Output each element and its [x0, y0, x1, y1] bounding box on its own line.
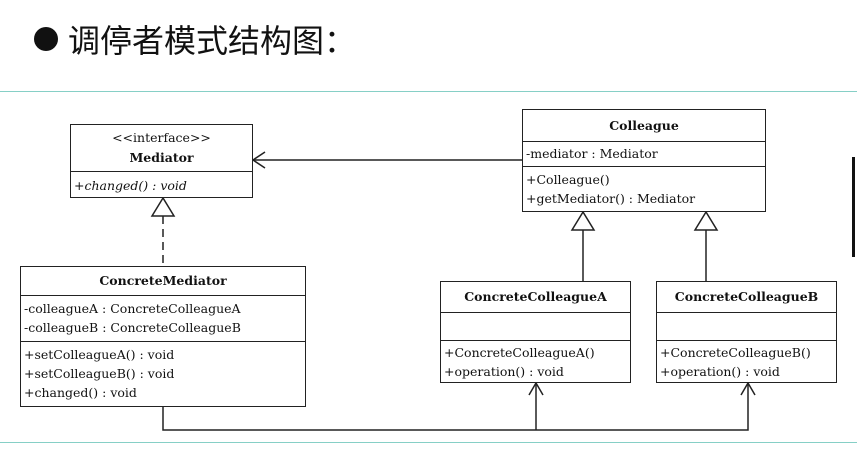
method-line: +getMediator() : Mediator: [526, 191, 696, 206]
open-arrowhead-icon: [740, 381, 756, 396]
attribute-line: -mediator : Mediator: [526, 146, 658, 161]
class-concrete-colleague-a: ConcreteColleagueA +ConcreteColleagueA()…: [440, 281, 631, 383]
association-mediator-colleagues: [162, 383, 749, 431]
class-name: ConcreteColleagueB: [674, 289, 819, 304]
class-mediator: <<interface>> Mediator +changed() : void: [70, 124, 253, 198]
open-arrowhead-icon: [251, 151, 266, 169]
class-name: Colleague: [609, 118, 679, 133]
class-concrete-colleague-b: ConcreteColleagueB +ConcreteColleagueB()…: [656, 281, 837, 383]
open-arrowhead-icon: [528, 381, 544, 396]
method-line: +ConcreteColleagueA(): [444, 345, 595, 360]
class-name: Mediator: [129, 150, 194, 165]
empty-attribute-section: [441, 312, 630, 340]
method-line: +changed() : void: [74, 178, 187, 193]
class-name: ConcreteMediator: [99, 273, 227, 288]
method-line: +operation() : void: [444, 364, 564, 379]
class-name: ConcreteColleagueA: [464, 289, 607, 304]
method-line: +ConcreteColleagueB(): [660, 345, 811, 360]
side-mark: [852, 157, 855, 257]
hollow-triangle-icon: [693, 210, 719, 231]
method-line: +Colleague(): [526, 172, 610, 187]
hollow-triangle-icon: [150, 196, 176, 217]
class-colleague: Colleague -mediator : Mediator +Colleagu…: [522, 109, 766, 212]
attribute-line: -colleagueB : ConcreteColleagueB: [24, 320, 241, 335]
class-concrete-mediator: ConcreteMediator -colleagueA : ConcreteC…: [20, 266, 306, 407]
method-line: +setColleagueB() : void: [24, 366, 175, 381]
method-line: +operation() : void: [660, 364, 780, 379]
slide-title: 调停者模式结构图：: [34, 14, 356, 64]
empty-attribute-section: [657, 312, 836, 340]
attribute-line: -colleagueA : ConcreteColleagueA: [24, 301, 241, 316]
method-line: +changed() : void: [24, 385, 137, 400]
bullet-icon: [34, 27, 58, 51]
hollow-triangle-icon: [570, 210, 596, 231]
method-line: +setColleagueA() : void: [24, 347, 175, 362]
top-divider: [0, 91, 857, 92]
slide-title-text: 调停者模式结构图：: [68, 22, 357, 60]
stereotype-label: <<interface>>: [112, 130, 211, 145]
bottom-divider: [0, 442, 857, 443]
